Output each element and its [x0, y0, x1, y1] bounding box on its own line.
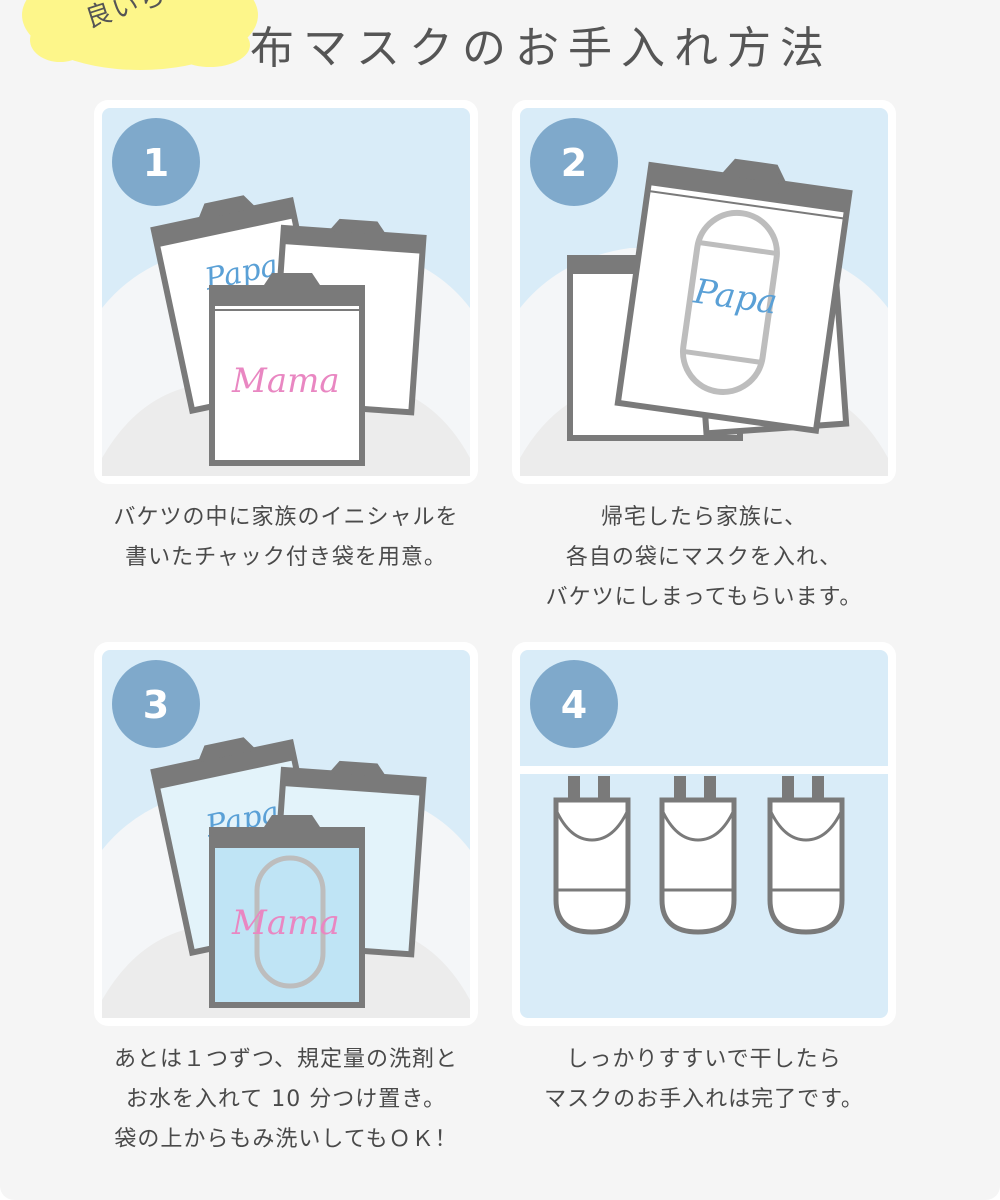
step-3-line-1: あとは１つずつ、規定量の洗剤と: [113, 1047, 459, 1072]
step-3-description: あとは１つずつ、規定量の洗剤と お水を入れて 10 分つけ置き。 袋の上からもみ…: [78, 1040, 494, 1160]
step-4-line-1: しっかりすすいで干したら: [566, 1047, 842, 1072]
step-4-illustration: 4: [520, 650, 888, 1018]
step-2-card: Papa 2: [512, 100, 896, 484]
step-4-line-2: マスクのお手入れは完了です。: [544, 1087, 864, 1112]
bag-label-front: Mama: [231, 903, 340, 943]
step-2-number: 2: [561, 141, 587, 185]
step-2-line-1: 帰宅したら家族に、: [600, 505, 808, 530]
step-2-illustration: Papa 2: [520, 108, 888, 476]
step-3-line-2: お水を入れて 10 分つけ置き。: [125, 1087, 447, 1112]
step-4-number: 4: [561, 683, 587, 727]
step-1-line-2: 書いたチャック付き袋を用意。: [125, 545, 447, 570]
hanging-mask-2: [659, 776, 737, 935]
step-1-line-1: バケツの中に家族のイニシャルを: [113, 505, 459, 530]
step-3-card: Papa Mama 3: [94, 642, 478, 1026]
step-2-line-3: バケツにしまってもらいます。: [545, 585, 863, 610]
step-2-description: 帰宅したら家族に、 各自の袋にマスクを入れ、 バケツにしまってもらいます。: [496, 498, 912, 618]
page-title: 布マスクのお手入れ方法: [250, 23, 833, 74]
step-3-illustration: Papa Mama 3: [102, 650, 470, 1018]
step-3-number: 3: [143, 683, 169, 727]
step-3-line-3: 袋の上からもみ洗いしてもＯＫ！: [114, 1127, 458, 1152]
step-4-card: 4: [512, 642, 896, 1026]
hanging-mask-3: [767, 776, 845, 935]
step-1-number: 1: [143, 141, 169, 185]
step-1-illustration: Papa Mama 1: [102, 108, 470, 476]
step-2-line-2: 各自の袋にマスクを入れ、: [565, 545, 843, 570]
step-4-description: しっかりすすいで干したら マスクのお手入れは完了です。: [496, 1040, 912, 1120]
step-1-card: Papa Mama 1: [94, 100, 478, 484]
hanging-mask-1: [553, 776, 631, 935]
badge-cloud: [22, 0, 258, 70]
step-1-description: バケツの中に家族のイニシャルを 書いたチャック付き袋を用意。: [78, 498, 494, 578]
bag-label-front: Mama: [231, 361, 340, 401]
